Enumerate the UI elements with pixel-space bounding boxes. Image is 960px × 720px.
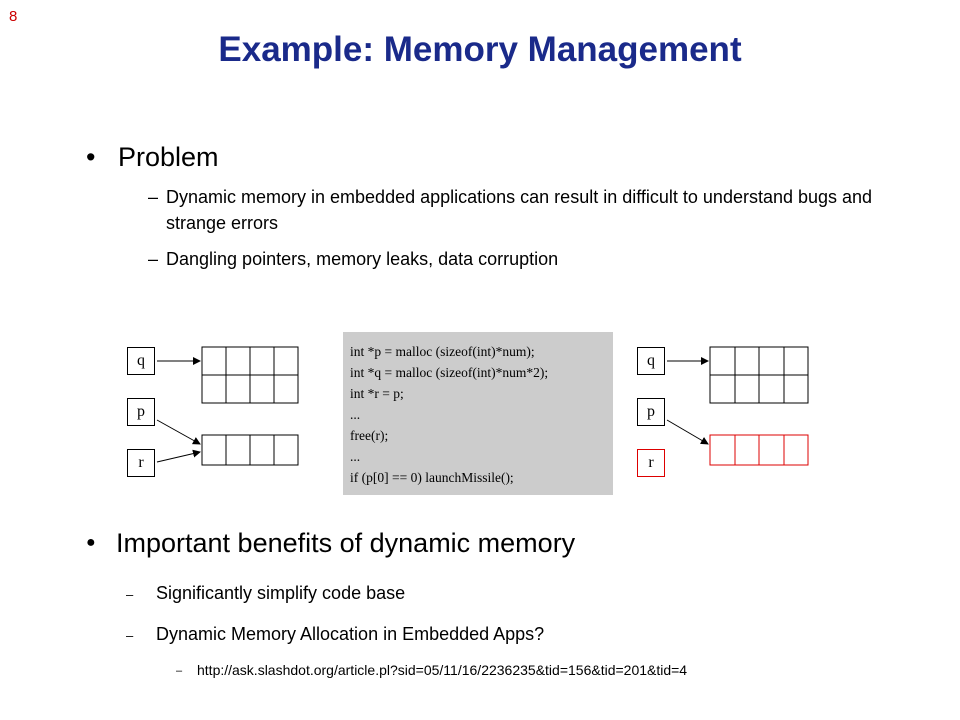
memory-blocks-before	[156, 346, 299, 466]
pointer-p-label: p	[637, 398, 665, 426]
bullet-dot: •	[86, 142, 96, 172]
code-line: int *q = malloc (sizeof(int)*num*2);	[350, 365, 549, 380]
code-line: ...	[350, 407, 361, 422]
sub-bullet-text: Significantly simplify code base	[156, 583, 406, 603]
sub-bullet-text: Dangling pointers, memory leaks, data co…	[166, 249, 559, 269]
memory-blocks-after	[666, 346, 809, 466]
code-line: int *r = p;	[350, 386, 404, 401]
slashdot-link[interactable]: http://ask.slashdot.org/article.pl?sid=0…	[197, 662, 688, 678]
dash: –	[148, 187, 159, 207]
sub-bullet-text: Dynamic Memory Allocation in Embedded Ap…	[156, 624, 545, 644]
dash: –	[126, 587, 134, 602]
slide-number: 8	[9, 8, 18, 25]
pointer-r-label-freed: r	[637, 449, 665, 477]
slide-title: Example: Memory Management	[218, 30, 742, 69]
pointer-r-label: r	[127, 449, 155, 477]
bullet-benefits-text: Important benefits of dynamic memory	[116, 528, 576, 558]
code-snippet: int *p = malloc (sizeof(int)*num); int *…	[343, 332, 613, 495]
code-line: free(r);	[350, 428, 389, 443]
pointer-q-label: q	[127, 347, 155, 375]
bullet-dot: ●	[86, 534, 96, 551]
code-line: int *p = malloc (sizeof(int)*num);	[350, 344, 535, 359]
sub-bullet-text: Dynamic memory in embedded applications …	[166, 187, 873, 233]
code-line: ...	[350, 449, 361, 464]
dash: –	[126, 628, 134, 643]
dash: –	[148, 249, 159, 269]
pointer-p-label: p	[127, 398, 155, 426]
code-line: if (p[0] == 0) launchMissile();	[350, 470, 514, 485]
bullet-problem-text: Problem	[118, 142, 219, 172]
pointer-q-label: q	[637, 347, 665, 375]
dash: –	[176, 665, 183, 677]
